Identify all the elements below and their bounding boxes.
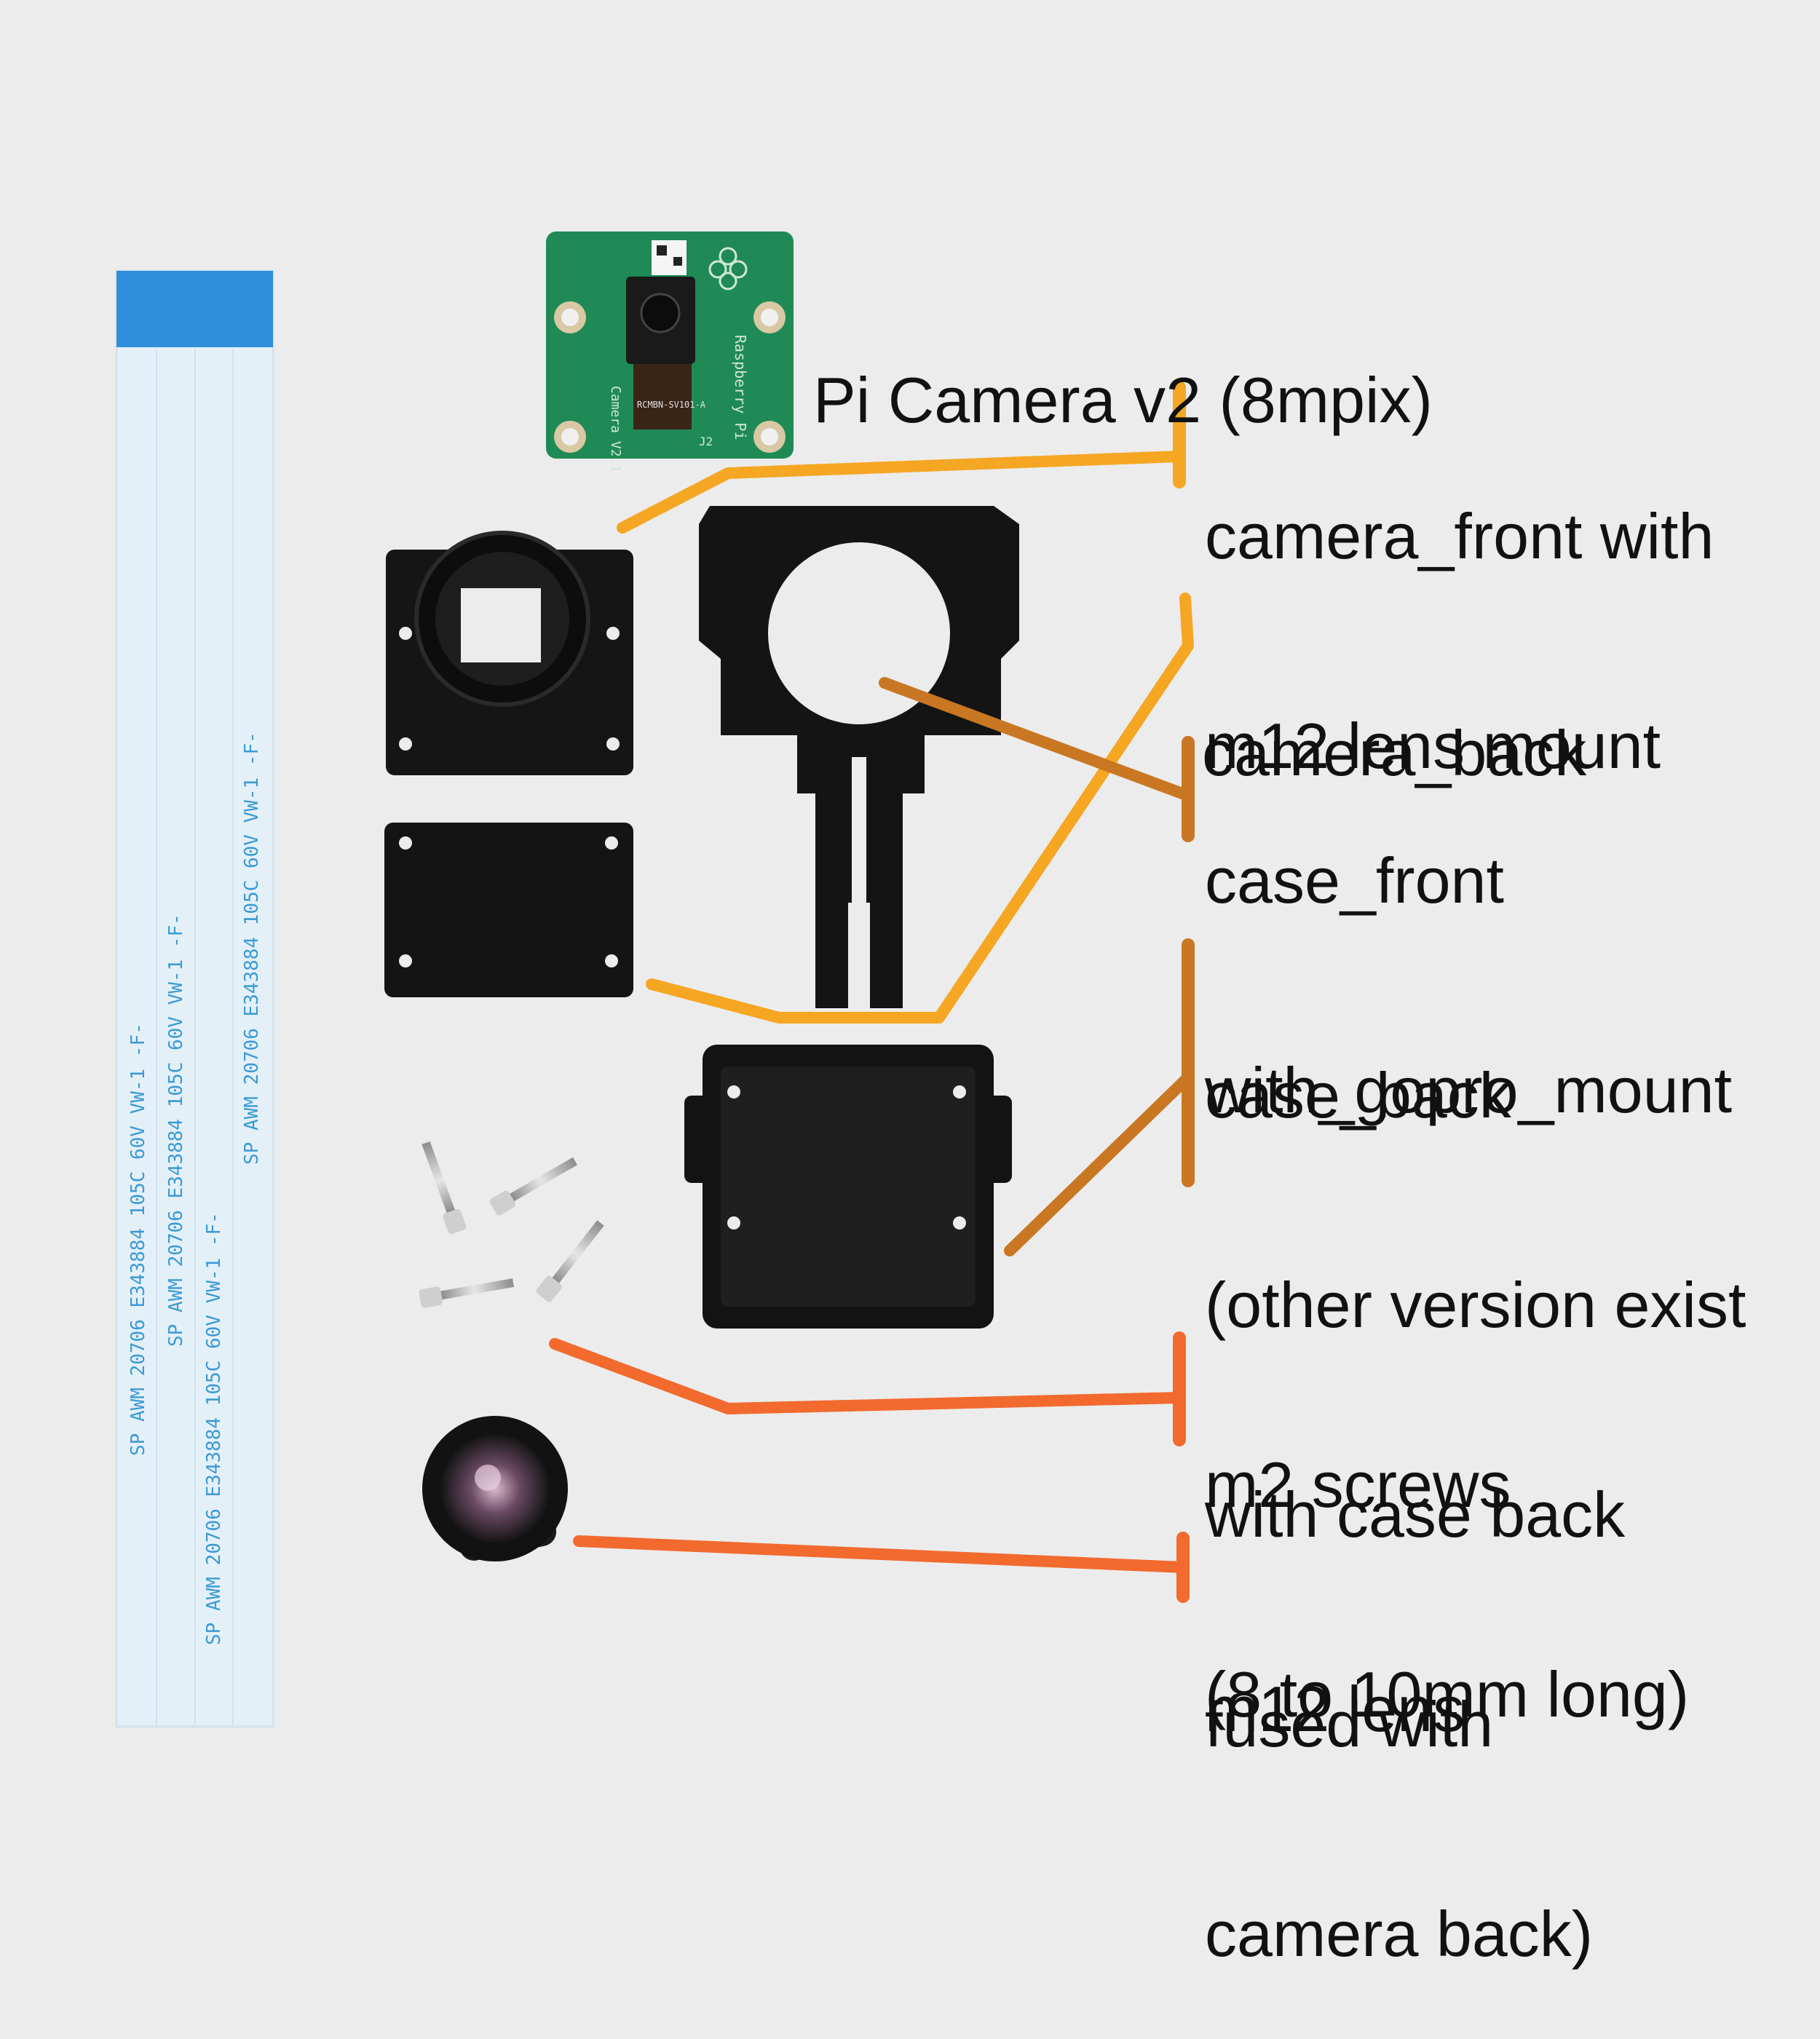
label-camera-back: camera_back — [1202, 717, 1587, 789]
leader-camera-front — [617, 451, 1185, 534]
raspberry-logo-icon — [708, 247, 748, 290]
ribbon-cable: SP AWM 20706 E343884 105C 60V VW-1 -F- S… — [115, 269, 274, 1728]
leader-m12-lens — [573, 1535, 1189, 1573]
leader-camera-back — [646, 640, 1194, 1024]
leader-lines — [549, 381, 1195, 1603]
ribbon-print-2: SP AWM 20706 E343884 105C 60V VW-1 -F- — [165, 914, 187, 1347]
pcb-sensor-label: RCMBN-SV101-A — [637, 400, 706, 410]
m2-screws — [419, 1141, 604, 1308]
leader-case-front — [879, 677, 1194, 801]
case-back-part — [684, 1045, 1012, 1329]
leader-case-back — [1004, 1072, 1194, 1256]
screw — [489, 1157, 577, 1216]
pcb-model-label: Camera V2.1 — [608, 386, 623, 472]
ribbon-print-3: SP AWM 20706 E343884 105C 60V VW-1 -F- — [203, 1212, 225, 1645]
label-pi-camera: Pi Camera v2 (8mpix) — [813, 364, 1433, 436]
pcb-connector-label: J2 — [699, 435, 713, 448]
screw — [536, 1220, 604, 1302]
ribbon-print-1: SP AWM 20706 E343884 105C 60V VW-1 -F- — [127, 1023, 149, 1456]
parts-photo: SP AWM 20706 E343884 105C 60V VW-1 -F- S… — [115, 231, 1195, 1728]
label-camera-front: camera_front with m12 lens mount — [1205, 500, 1714, 782]
screw — [419, 1278, 515, 1308]
ribbon-blue-tab — [116, 271, 273, 347]
ribbon-print-4: SP AWM 20706 E343884 105C 60V VW-1 -F- — [241, 732, 263, 1165]
leader-m2-screws — [549, 1338, 1185, 1414]
label-case-front: case_front with_gopro_mount — [1205, 844, 1733, 1126]
camera-back-part — [384, 823, 633, 997]
label-m12-lens: m12 lens — [1205, 1673, 1465, 1745]
pcb-brand-label: Raspberry Pi — [732, 335, 749, 440]
pi-camera-board: RCMBN-SV101-A Camera V2.1 Raspberry Pi J… — [546, 231, 794, 472]
case-front-part — [699, 506, 1019, 1008]
camera-front-part — [386, 531, 633, 775]
m12-lens — [422, 1416, 568, 1561]
screw — [422, 1141, 467, 1235]
label-m2-screws: m2 screws (8 to 10mm long) — [1205, 1449, 1690, 1730]
